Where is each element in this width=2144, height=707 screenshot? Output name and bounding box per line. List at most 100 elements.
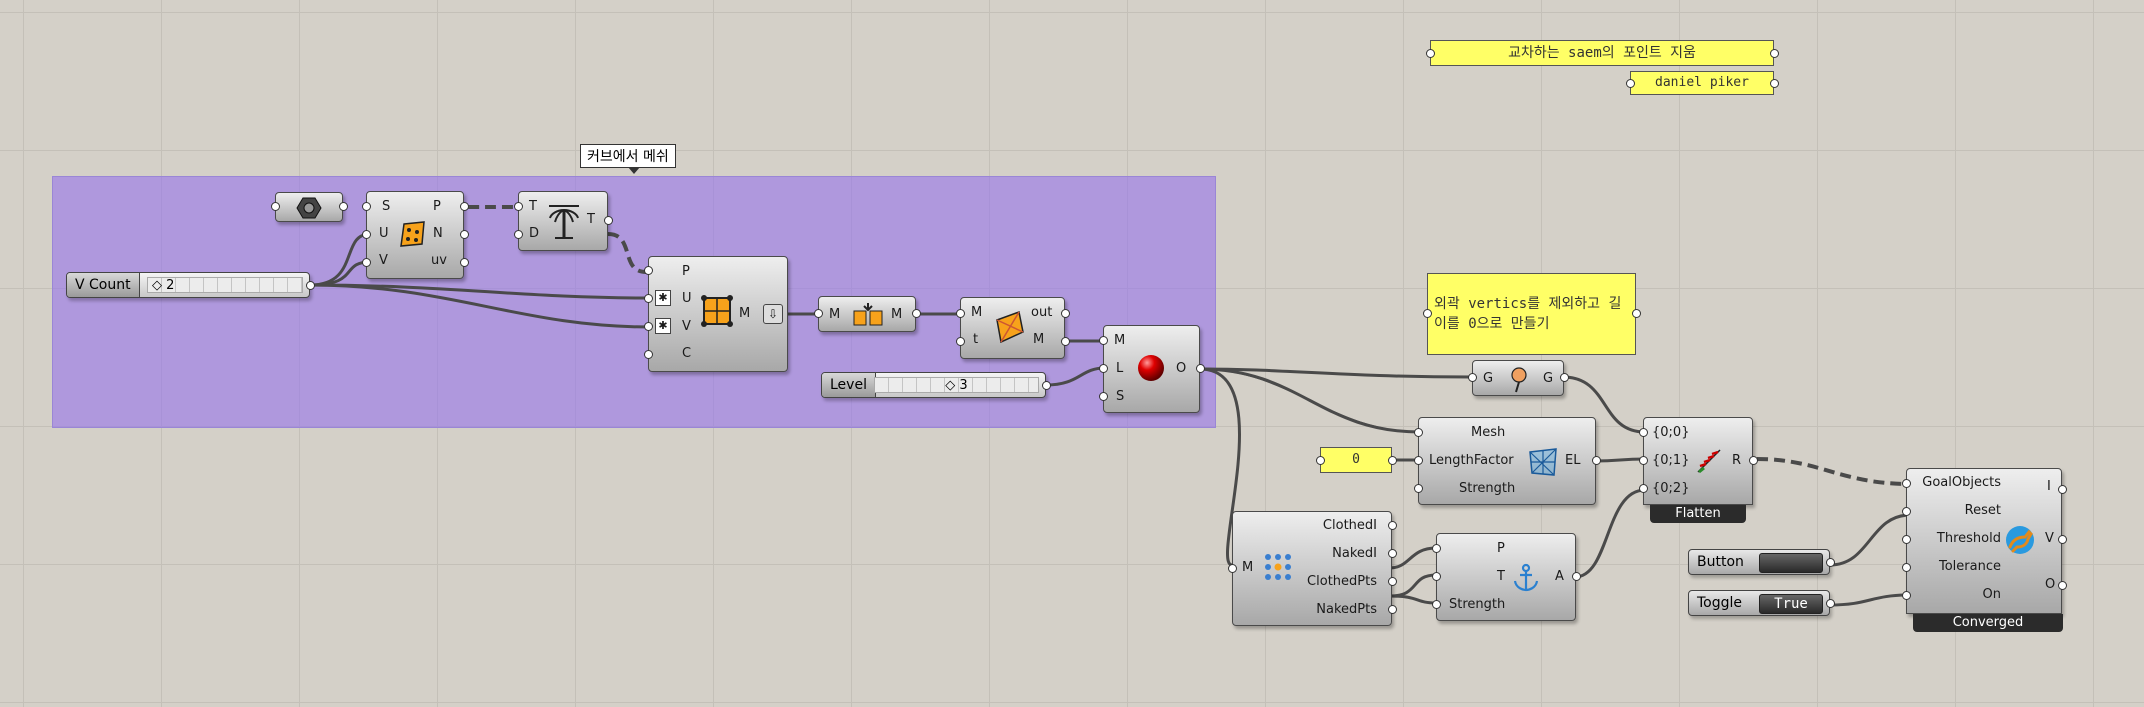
wire xyxy=(1199,368,1473,378)
output-grip[interactable] xyxy=(1196,364,1205,373)
output-grip[interactable] xyxy=(339,202,348,211)
output-grip[interactable] xyxy=(604,216,613,225)
level-slider[interactable]: Level ◇ 3 xyxy=(821,372,1046,398)
vertex-note-text: 외곽 vertics를 제외하고 길이를 0으로 만들기 xyxy=(1434,296,1622,332)
input-grip[interactable] xyxy=(362,258,371,267)
input-grip[interactable] xyxy=(644,266,653,275)
output-grip[interactable] xyxy=(460,258,469,267)
transform-component[interactable]: T D T xyxy=(518,191,608,251)
output-grip[interactable] xyxy=(1388,521,1397,530)
output-grip[interactable] xyxy=(1560,373,1569,382)
button-face[interactable] xyxy=(1759,553,1823,573)
input-grip[interactable] xyxy=(1902,563,1911,572)
output-grip[interactable] xyxy=(460,202,469,211)
slider-track[interactable]: ◇ 2 xyxy=(147,277,303,293)
output-grip[interactable] xyxy=(2058,485,2067,494)
input-grip[interactable] xyxy=(1414,484,1423,493)
output-grip[interactable] xyxy=(1592,456,1601,465)
input-grip[interactable] xyxy=(956,337,965,346)
anchor-goal-component[interactable]: G G xyxy=(1472,360,1564,396)
input-grip[interactable] xyxy=(514,202,523,211)
output-grip[interactable] xyxy=(1826,558,1835,567)
input-grip[interactable] xyxy=(1902,591,1911,600)
output-uv: uv xyxy=(431,253,447,268)
output-grip[interactable] xyxy=(460,230,469,239)
output-grip[interactable] xyxy=(1632,309,1641,318)
input-grip[interactable] xyxy=(271,202,280,211)
input-grip[interactable] xyxy=(644,350,653,359)
slider-label: V Count xyxy=(67,273,140,297)
author-note-panel[interactable]: daniel piker xyxy=(1630,71,1774,95)
mesh-join-component[interactable]: M M xyxy=(818,296,916,332)
flatten-toggle-icon[interactable]: ⇩ xyxy=(763,304,783,324)
input-grip[interactable] xyxy=(1414,428,1423,437)
output-grip[interactable] xyxy=(1770,79,1779,88)
reset-button[interactable]: Button xyxy=(1688,549,1830,575)
input-grip[interactable] xyxy=(1626,79,1635,88)
slider-track[interactable]: ◇ 3 xyxy=(874,377,1039,393)
output-grip[interactable] xyxy=(306,281,315,290)
output-grip[interactable] xyxy=(1826,599,1835,608)
input-grip[interactable] xyxy=(956,309,965,318)
mesh-surface-component[interactable]: P U V C ✱ ✱ M ⇩ xyxy=(648,256,788,372)
output-grip[interactable] xyxy=(1572,572,1581,581)
input-grip[interactable] xyxy=(1423,309,1432,318)
input-grip[interactable] xyxy=(1414,456,1423,465)
input-grip[interactable] xyxy=(514,230,523,239)
input-grip[interactable] xyxy=(1902,507,1911,516)
output-grip[interactable] xyxy=(1749,456,1758,465)
naked-vertices-component[interactable]: M ClothedI NakedI ClothedPts NakedPts xyxy=(1232,511,1392,626)
input-grip[interactable] xyxy=(644,322,653,331)
output-grip[interactable] xyxy=(1042,381,1051,390)
output-grip[interactable] xyxy=(1388,549,1397,558)
input-grip[interactable] xyxy=(1468,373,1477,382)
input-grip[interactable] xyxy=(1228,564,1237,573)
output-grip[interactable] xyxy=(1770,49,1779,58)
input-grip[interactable] xyxy=(1432,600,1441,609)
v-count-slider[interactable]: V Count ◇ 2 xyxy=(66,272,310,298)
input-p: P xyxy=(1497,541,1505,556)
output-grip[interactable] xyxy=(1061,337,1070,346)
length-goal-component[interactable]: Mesh LengthFactor Strength EL xyxy=(1418,417,1596,505)
output-grip[interactable] xyxy=(1388,605,1397,614)
input-grip[interactable] xyxy=(1426,49,1435,58)
input-grip[interactable] xyxy=(362,202,371,211)
korean-note-panel[interactable]: 교차하는 saem의 포인트 지움 xyxy=(1430,40,1774,66)
input-grip[interactable] xyxy=(1639,456,1648,465)
geometry-param[interactable] xyxy=(275,192,343,222)
cross-reference-icon[interactable]: ✱ xyxy=(655,318,671,334)
on-toggle[interactable]: Toggle True xyxy=(1688,590,1830,616)
input-grip[interactable] xyxy=(1432,544,1441,553)
output-grip[interactable] xyxy=(1388,577,1397,586)
toggle-value[interactable]: True xyxy=(1759,594,1823,614)
output-grip[interactable] xyxy=(2058,535,2067,544)
input-grip[interactable] xyxy=(644,294,653,303)
surface-frame-component[interactable]: S U V P N uv xyxy=(366,191,464,279)
output-grip[interactable] xyxy=(1388,456,1397,465)
anchor-component[interactable]: P T Strength A xyxy=(1436,533,1576,621)
input-grip[interactable] xyxy=(814,309,823,318)
wire xyxy=(1198,367,1474,379)
output-grip[interactable] xyxy=(1061,309,1070,318)
input-grip[interactable] xyxy=(1639,484,1648,493)
output-t: T xyxy=(587,212,595,227)
kangaroo-icon xyxy=(2006,526,2034,554)
input-grip[interactable] xyxy=(1432,572,1441,581)
input-grip[interactable] xyxy=(1639,428,1648,437)
input-grip[interactable] xyxy=(362,230,371,239)
flatten-component[interactable]: {0;0} {0;1} {0;2} R xyxy=(1643,417,1753,505)
output-grip[interactable] xyxy=(912,309,921,318)
input-grip[interactable] xyxy=(1316,456,1325,465)
kangaroo-solver-component[interactable]: GoalObjects Reset Threshold Tolerance On… xyxy=(1906,468,2062,614)
vertex-note-panel[interactable]: 외곽 vertics를 제외하고 길이를 0으로 만들기 xyxy=(1427,273,1636,355)
cross-reference-icon[interactable]: ✱ xyxy=(655,290,671,306)
input-grip[interactable] xyxy=(1099,364,1108,373)
input-grip[interactable] xyxy=(1902,535,1911,544)
input-grip[interactable] xyxy=(1099,392,1108,401)
output-grip[interactable] xyxy=(2058,581,2067,590)
input-grip[interactable] xyxy=(1902,479,1911,488)
triangulate-component[interactable]: M t out M xyxy=(960,297,1065,359)
length-value-panel[interactable]: 0 xyxy=(1320,447,1392,473)
subdivide-component[interactable]: M L S O xyxy=(1103,325,1200,413)
input-grip[interactable] xyxy=(1099,336,1108,345)
